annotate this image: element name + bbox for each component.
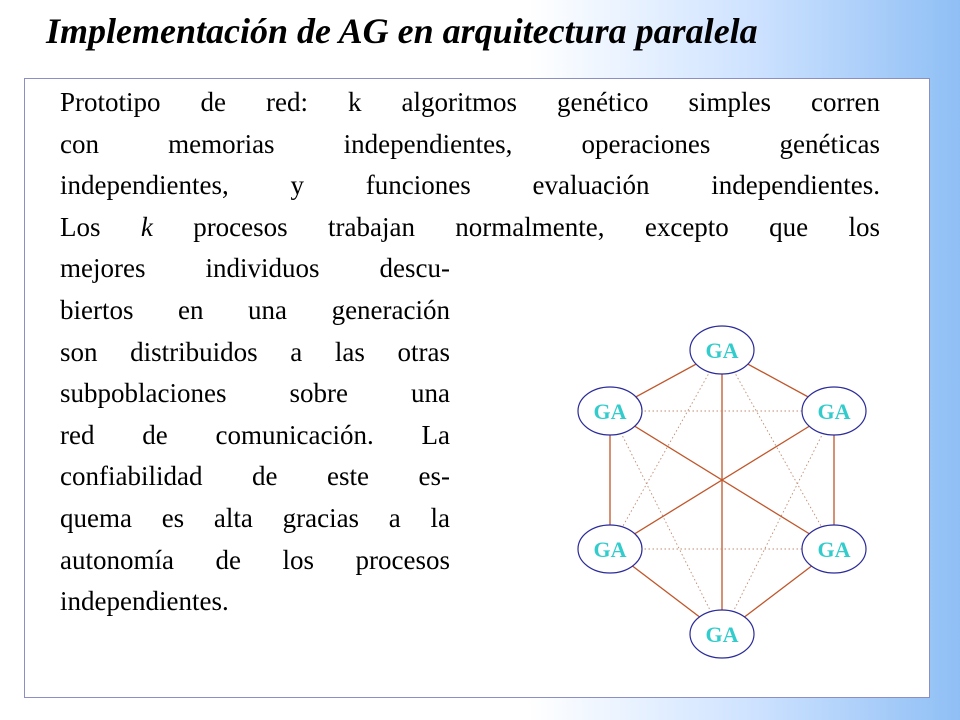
paragraph-line: red de comunicación. La [60,419,450,450]
dotted-link-1-3 [721,410,835,635]
paragraph-line: confiabilidad de este es- [60,461,450,492]
solid-link-2-5 [609,410,835,550]
content-frame [24,78,930,698]
ga-node-ellipse [689,609,755,659]
paragraph-line: mejores individuos descu- [60,253,450,284]
paragraph-line: independientes, y funciones evaluación i… [60,170,880,201]
ga-node-label: GA [594,399,627,424]
ga-node-label: GA [818,537,851,562]
paragraph-line: con memorias independientes, operaciones… [60,128,880,159]
paragraph-line-end: procesos trabajan normalmente, excepto q… [152,211,880,242]
slide-title: Implementación de AG en arquitectura par… [46,11,758,51]
paragraph-line: independientes. [60,586,229,617]
ga-node-ellipse [689,325,755,375]
ga-node-ellipse [577,386,643,436]
paragraph-line: subpoblaciones sobre una [60,378,450,409]
network-edges [609,349,835,635]
paragraph-line: Prototipo de red: k algoritmos genético … [60,87,880,117]
body-paragraph: Prototipo de red: k algoritmos genético … [60,82,880,623]
ga-node-1: GA [689,325,755,375]
ga-node-ellipse [801,386,867,436]
paragraph-line: autonomía de los procesos [60,544,450,575]
ga-node-label: GA [706,622,739,647]
ga-node-label: GA [594,537,627,562]
ga-node-ellipse [801,524,867,574]
ga-node-4: GA [689,609,755,659]
paragraph-line: biertos en una generación [60,294,450,325]
paragraph-line: Los k procesos trabajan normalmente, exc… [60,207,880,249]
paragraph-line: quema es alta gracias a la [60,502,450,533]
ga-node-label: GA [706,338,739,363]
paragraph-line: son distribuidos a las otras [60,336,450,367]
network-nodes: GA GA GA GA GA GA [577,325,867,659]
ga-node-6: GA [577,386,643,436]
ga-node-5: GA [577,524,643,574]
ga-node-3: GA [801,524,867,574]
paragraph-line-start: Los [60,211,141,242]
ga-node-ellipse [577,524,643,574]
ga-network-diagram: GA GA GA GA GA GA [577,325,867,659]
ga-node-2: GA [801,386,867,436]
dotted-link-3-5 [609,410,723,635]
paragraph-line-italic: k [140,211,153,242]
ga-node-label: GA [818,399,851,424]
